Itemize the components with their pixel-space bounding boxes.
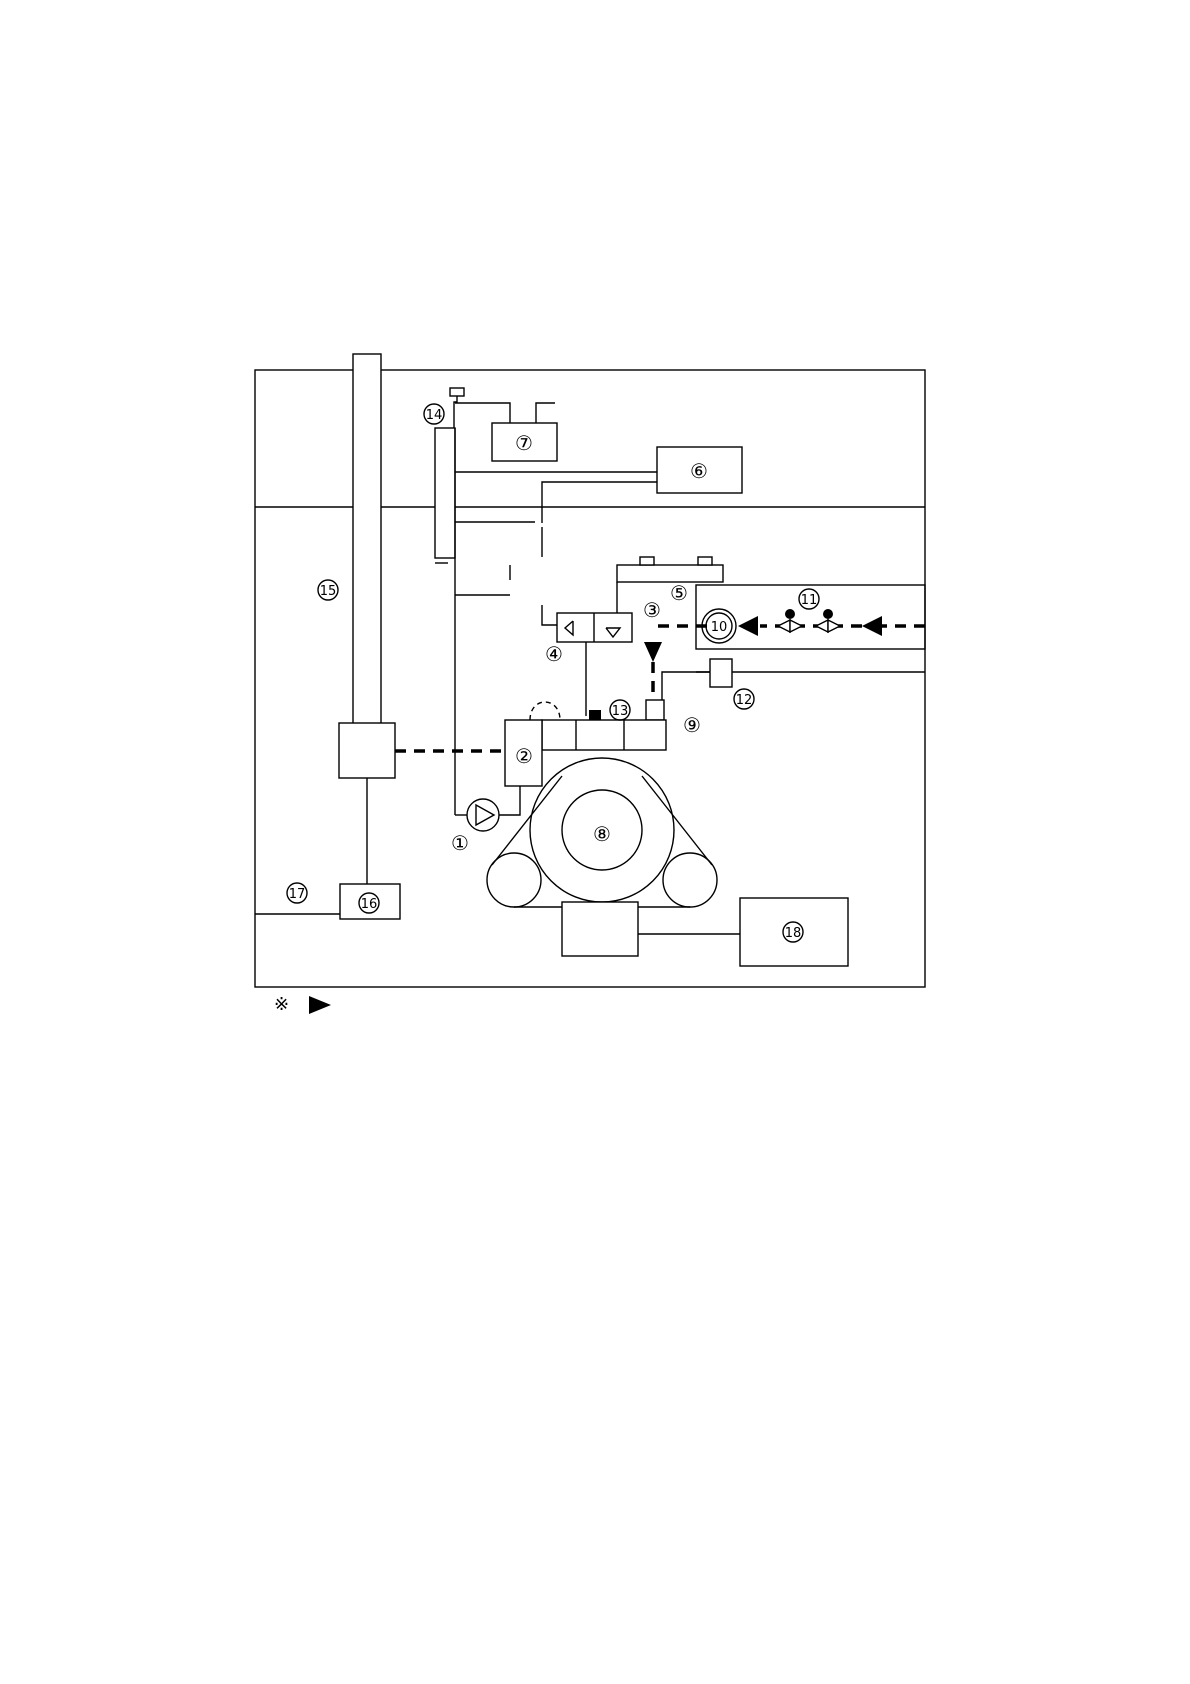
label-17-badge: 17	[287, 883, 307, 903]
label-7: ⑦	[515, 431, 533, 455]
inflow-arrow-right	[862, 616, 882, 636]
label-13-badge: 13	[610, 700, 630, 720]
svg-text:15: 15	[320, 584, 337, 599]
component-5-bar	[617, 565, 723, 582]
component-14-cap	[450, 388, 464, 396]
component-12-box	[710, 659, 732, 687]
component-14-box	[435, 428, 455, 558]
riser-c	[542, 605, 557, 625]
svg-text:13: 13	[612, 704, 629, 719]
label-15-badge: 15	[318, 580, 338, 600]
component-14-stem	[454, 396, 457, 428]
dashed-hose	[530, 702, 560, 720]
label-8: ⑧	[593, 822, 611, 846]
line-to-6-lower	[542, 482, 657, 523]
label-6: ⑥	[690, 459, 708, 483]
component-9-box	[646, 700, 664, 720]
label-3: ③	[643, 598, 661, 622]
signal-arrow-down	[644, 642, 662, 662]
component-5-stub-right	[698, 557, 712, 565]
vertical-duct	[353, 354, 381, 724]
line-12-to-9	[662, 672, 710, 700]
note-mark: ※	[274, 994, 289, 1015]
label-9: ⑨	[683, 713, 701, 737]
label-14-badge: 14	[424, 404, 444, 424]
label-2: ②	[515, 744, 533, 768]
label-1: ①	[451, 831, 469, 855]
inflow-arrow-left	[738, 616, 758, 636]
label-11-badge: 11	[799, 589, 819, 609]
engine-base	[562, 902, 638, 956]
label-12-badge: 12	[734, 689, 754, 709]
label-4: ④	[545, 642, 563, 666]
note-arrow-icon	[309, 996, 331, 1014]
tank-7-pipe-left	[455, 403, 510, 423]
label-5: ⑤	[670, 581, 688, 605]
duct-block	[339, 723, 395, 778]
line-2-to-pump	[498, 786, 520, 815]
label-10: 10	[711, 620, 728, 635]
svg-text:14: 14	[426, 408, 443, 423]
svg-text:16: 16	[361, 897, 378, 912]
svg-text:12: 12	[736, 693, 753, 708]
component-13-marker	[589, 710, 601, 720]
svg-text:17: 17	[289, 887, 306, 902]
engine-head	[542, 720, 666, 750]
valve-icon	[778, 609, 802, 632]
svg-text:11: 11	[801, 593, 818, 608]
component-5-stub-left	[640, 557, 654, 565]
svg-text:18: 18	[785, 926, 802, 941]
valve-icon-2	[816, 609, 840, 632]
tank-7-pipe-right	[536, 403, 555, 423]
